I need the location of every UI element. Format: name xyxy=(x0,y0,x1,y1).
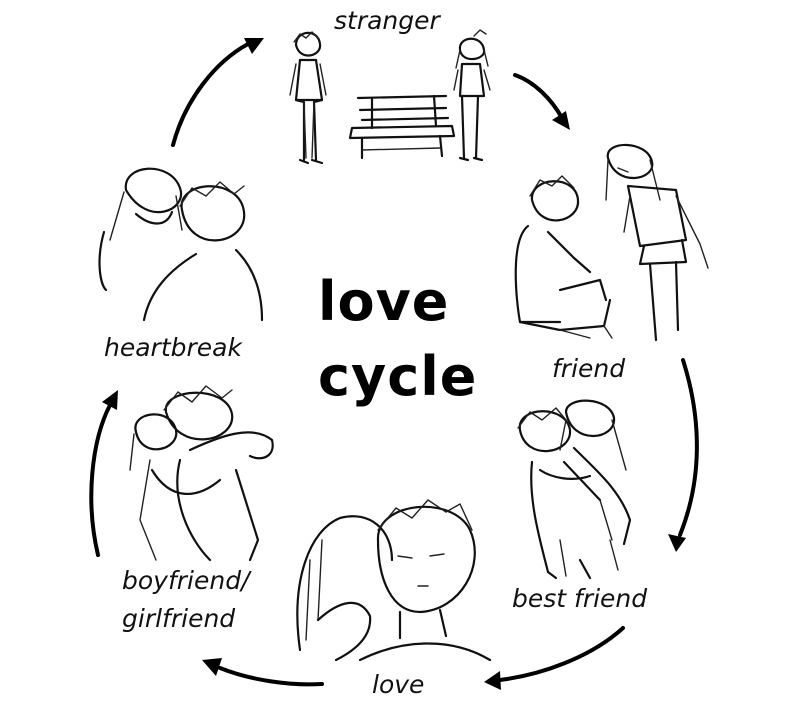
stranger-scene xyxy=(289,29,491,165)
love-boy-figure xyxy=(358,499,492,662)
arrow-best-friend-to-love xyxy=(484,626,625,690)
diagram-title-line-1: love xyxy=(318,270,450,333)
stage-label-heartbreak: heartbreak xyxy=(104,333,242,362)
heartbreak-scene xyxy=(98,167,264,322)
best-friend-girl-figure xyxy=(538,399,632,577)
stage-label-boyfriend: boyfriend/ xyxy=(122,566,250,595)
stage-label-girlfriend: girlfriend xyxy=(122,604,236,633)
arrow-stranger-to-friend xyxy=(513,73,570,130)
stage-label-stranger: stranger xyxy=(334,6,440,35)
partner-girl-figure xyxy=(129,413,222,561)
arrow-love-to-partner xyxy=(202,658,324,687)
stage-label-love: love xyxy=(372,670,425,699)
partner-boy-figure xyxy=(163,385,274,562)
heartbreak-boy-figure xyxy=(142,181,264,322)
diagram-title-line-2: cycle xyxy=(318,345,478,408)
heartbreak-girl-figure xyxy=(98,167,183,292)
stage-label-friend: friend xyxy=(552,354,626,383)
stage-label-best-friend: best friend xyxy=(512,584,648,613)
partner-scene xyxy=(129,385,274,562)
stranger-boy-figure xyxy=(289,31,327,165)
park-bench xyxy=(348,94,456,160)
best-friend-boy-figure xyxy=(517,407,602,580)
arrow-partner-to-heartbreak xyxy=(89,390,118,557)
best-friend-scene xyxy=(517,399,632,580)
love-girl-figure xyxy=(296,515,394,662)
friend-girl-figure xyxy=(605,143,709,342)
stranger-girl-figure xyxy=(453,29,491,162)
arrow-friend-to-best-friend xyxy=(668,358,699,552)
love-scene xyxy=(296,499,492,662)
arrow-heartbreak-to-stranger xyxy=(171,38,264,147)
friend-boy-figure xyxy=(514,175,613,339)
friend-scene xyxy=(514,143,709,342)
